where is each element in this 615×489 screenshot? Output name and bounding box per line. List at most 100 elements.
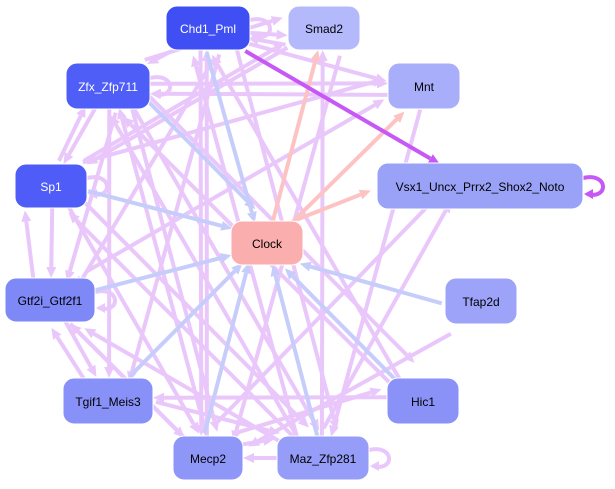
- node-label: Hic1: [411, 395, 435, 409]
- edge-line: [142, 95, 250, 203]
- edge-tgif1_meis3-to-gtf2i_gtf2f1: [51, 327, 89, 385]
- arrowhead: [70, 323, 82, 336]
- node-vsx1-uncx-prrx2-shox2-noto[interactable]: Vsx1_Uncx_Prrx2_Shox2_Noto: [376, 162, 584, 210]
- arrowhead: [21, 210, 32, 223]
- arrowhead: [358, 189, 371, 200]
- arrowhead: [104, 366, 115, 379]
- arrowhead: [46, 266, 57, 279]
- edge-line: [114, 123, 303, 444]
- edge-line: [87, 189, 223, 228]
- edge-line: [94, 289, 117, 311]
- node-clock[interactable]: Clock: [230, 220, 304, 266]
- edge-mnt-to-maz_zfp281: [329, 109, 423, 437]
- node-label: Chd1_Pml: [180, 22, 236, 36]
- arrowhead: [63, 151, 74, 164]
- arrowhead: [427, 154, 440, 165]
- node-box: [376, 162, 584, 210]
- edge-line: [289, 117, 399, 225]
- node-box: [276, 435, 370, 481]
- arrowhead: [96, 303, 105, 313]
- node-label: Tgif1_Meis3: [75, 395, 141, 409]
- edge-smad2-to-sp1: [86, 45, 289, 165]
- edge-sp1-to-smad2: [82, 42, 285, 163]
- arrowhead: [371, 77, 384, 87]
- edge-zfx_zfp711-to-clock: [142, 95, 256, 210]
- node-sp1[interactable]: Sp1: [14, 163, 88, 209]
- edge-maz_zfp281-to-zfx_zfp711: [110, 115, 303, 444]
- edge-tfap2d-to-clock: [299, 261, 443, 306]
- edge-line: [63, 319, 93, 369]
- edge-tfap2d-to-mecp2: [248, 332, 452, 447]
- edge-line: [216, 201, 433, 424]
- edge-gtf2i_gtf2f1-to-gtf2i_gtf2f1: [94, 289, 117, 313]
- edge-line: [92, 332, 283, 444]
- node-box: [65, 62, 151, 110]
- arrowhead: [110, 115, 121, 128]
- edge-mecp2-to-zfx_zfp711: [117, 107, 209, 436]
- edge-hic1-to-chd1_pml: [211, 54, 404, 384]
- arrowhead: [299, 261, 312, 272]
- arrowhead: [270, 265, 281, 277]
- arrowhead: [247, 211, 257, 223]
- edge-line: [129, 104, 217, 422]
- edge-maz_zfp281-to-mecp2: [243, 453, 277, 463]
- node-mnt[interactable]: Mnt: [387, 62, 461, 110]
- edge-sp1-to-mecp2: [66, 204, 200, 434]
- arrowhead: [272, 42, 285, 53]
- arrowhead: [244, 197, 256, 210]
- edge-line: [202, 272, 249, 434]
- node-maz-zfp281[interactable]: Maz_Zfp281: [276, 435, 370, 481]
- arrowhead: [219, 253, 232, 263]
- node-box: [387, 62, 461, 110]
- edge-line: [55, 336, 89, 385]
- node-chd1-pml[interactable]: Chd1_Pml: [165, 5, 251, 51]
- node-smad2[interactable]: Smad2: [287, 5, 361, 51]
- edge-sp1-to-clock: [87, 189, 233, 231]
- edge-maz_zfp281-to-gtf2i_gtf2f1: [84, 328, 283, 444]
- edge-mnt-to-zfx_zfp711: [149, 88, 388, 99]
- edge-line: [95, 255, 222, 293]
- arrowhead: [149, 88, 161, 99]
- arrowhead: [584, 189, 593, 199]
- arrowhead: [68, 212, 80, 224]
- node-zfx-zfp711[interactable]: Zfx_Zfp711: [65, 62, 151, 110]
- arrowhead: [370, 461, 379, 471]
- node-label: Tfap2d: [462, 295, 499, 309]
- edge-hic1-to-clock: [284, 268, 399, 383]
- node-gtf2i-gtf2f1[interactable]: Gtf2i_Gtf2f1: [4, 277, 96, 323]
- node-label: Sp1: [40, 180, 62, 194]
- arrowhead: [369, 387, 382, 398]
- edge-zfx_zfp711-to-sp1: [63, 108, 97, 164]
- arrowhead: [270, 16, 283, 26]
- edge-line: [204, 51, 254, 213]
- node-label: Vsx1_Uncx_Prrx2_Shox2_Noto: [396, 180, 565, 194]
- node-hic1[interactable]: Hic1: [386, 377, 460, 425]
- arrowhead: [122, 116, 135, 128]
- node-tgif1-meis3[interactable]: Tgif1_Meis3: [62, 377, 154, 425]
- edge-gtf2i_gtf2f1-to-tgif1_meis3: [63, 319, 97, 377]
- edge-line: [160, 91, 388, 97]
- arrowhead: [189, 421, 200, 434]
- edge-vsx1-to-vsx1: [582, 175, 605, 199]
- node-mecp2[interactable]: Mecp2: [172, 435, 244, 481]
- node-box: [230, 220, 304, 266]
- edge-clock-to-mnt: [289, 111, 405, 225]
- arrowhead: [276, 29, 288, 40]
- edge-clock-to-smad2: [270, 50, 321, 222]
- node-box: [165, 5, 251, 51]
- arrowhead: [86, 364, 97, 377]
- edge-line: [57, 114, 83, 162]
- edge-maz_zfp281-to-clock: [270, 265, 320, 437]
- arrowhead: [251, 31, 260, 41]
- node-tfap2d[interactable]: Tfap2d: [444, 277, 518, 325]
- edge-line: [67, 108, 97, 156]
- arrowhead: [297, 416, 309, 428]
- edge-gtf2i_gtf2f1-to-clock: [95, 253, 232, 293]
- node-box: [444, 277, 518, 325]
- node-label: Mecp2: [190, 452, 226, 466]
- arrowhead: [310, 50, 321, 62]
- arrowhead: [393, 111, 405, 123]
- edge-line: [94, 45, 289, 161]
- node-box: [172, 435, 244, 481]
- arrowhead: [231, 263, 243, 275]
